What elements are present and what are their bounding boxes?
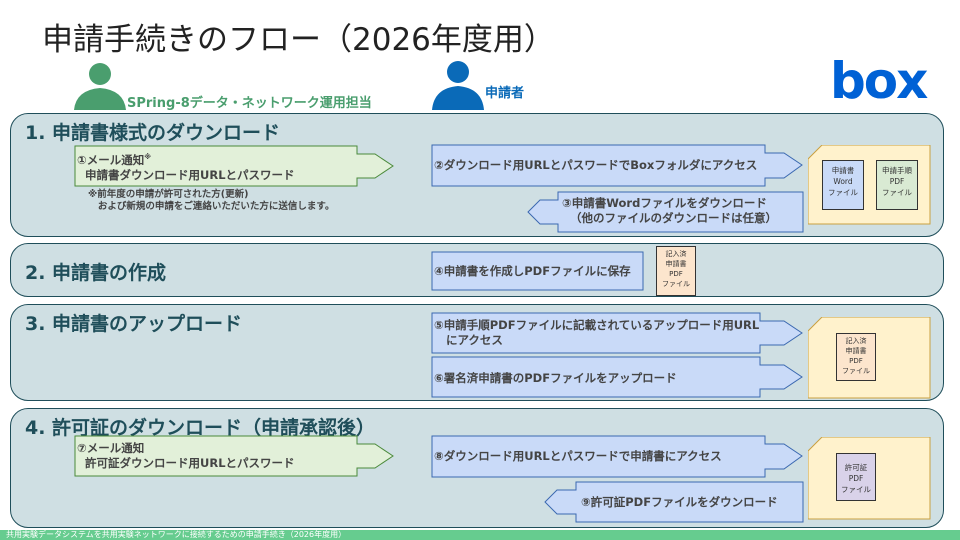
step3-text: ③申請書Wordファイルをダウンロード （他のファイルのダウンロードは任意）	[562, 196, 778, 225]
step1-sub: 申請書ダウンロード用URLとパスワード	[77, 167, 295, 182]
section-title: 1. 申請書様式のダウンロード	[25, 122, 281, 144]
applicant-person-icon	[432, 61, 484, 110]
filled-pdf-file-icon: 記入済 申請書 PDF ファイル	[656, 246, 696, 296]
applicant-role-label: 申請者	[485, 86, 525, 101]
section-title: 4. 許可証のダウンロード（申請承認後）	[25, 417, 376, 439]
step7-text: ⑦メール通知 許可証ダウンロード用URLとパスワード	[77, 441, 295, 470]
step2-text: ②ダウンロード用URLとパスワードでBoxフォルダにアクセス	[434, 158, 758, 172]
step8-text: ⑧ダウンロード用URLとパスワードで申請書にアクセス	[434, 449, 722, 463]
section-title: 2. 申請書の作成	[25, 262, 167, 284]
step9-text: ⑨許可証PDFファイルをダウンロード	[581, 495, 778, 509]
step4-text: ④申請書を作成しPDFファイルに保存	[434, 264, 631, 278]
step1-text: ①メール通知	[77, 152, 145, 167]
step5-text: ⑤申請手順PDFファイルに記載されているアップロード用URL にアクセス	[434, 318, 760, 347]
guide-pdf-file-icon: 申請手順 PDF ファイル	[876, 160, 918, 210]
footer-bar: 共用実験データシステムを共用実験ネットワークに接続するための申請手続き（2026…	[0, 530, 960, 540]
permit-pdf-file-icon: 許可証 PDF ファイル	[836, 453, 876, 501]
page-title: 申請手続きのフロー（2026年度用）	[42, 22, 555, 58]
operator-role-label: SPring-8データ・ネットワーク運用担当	[127, 96, 372, 111]
step6-text: ⑥署名済申請書のPDFファイルをアップロード	[434, 371, 677, 385]
word-file-icon: 申請書 Word ファイル	[822, 160, 864, 210]
uploaded-pdf-file-icon: 記入済 申請書 PDF ファイル	[836, 333, 876, 381]
box-logo: box	[830, 52, 928, 110]
operator-person-icon	[74, 63, 126, 110]
section-title: 3. 申請書のアップロード	[25, 313, 243, 335]
step1-note: ※前年度の申請が許可された方(更新) および新規の申請をご連絡いただいた方に送信…	[88, 189, 335, 212]
step1-mark: ※	[144, 153, 152, 161]
